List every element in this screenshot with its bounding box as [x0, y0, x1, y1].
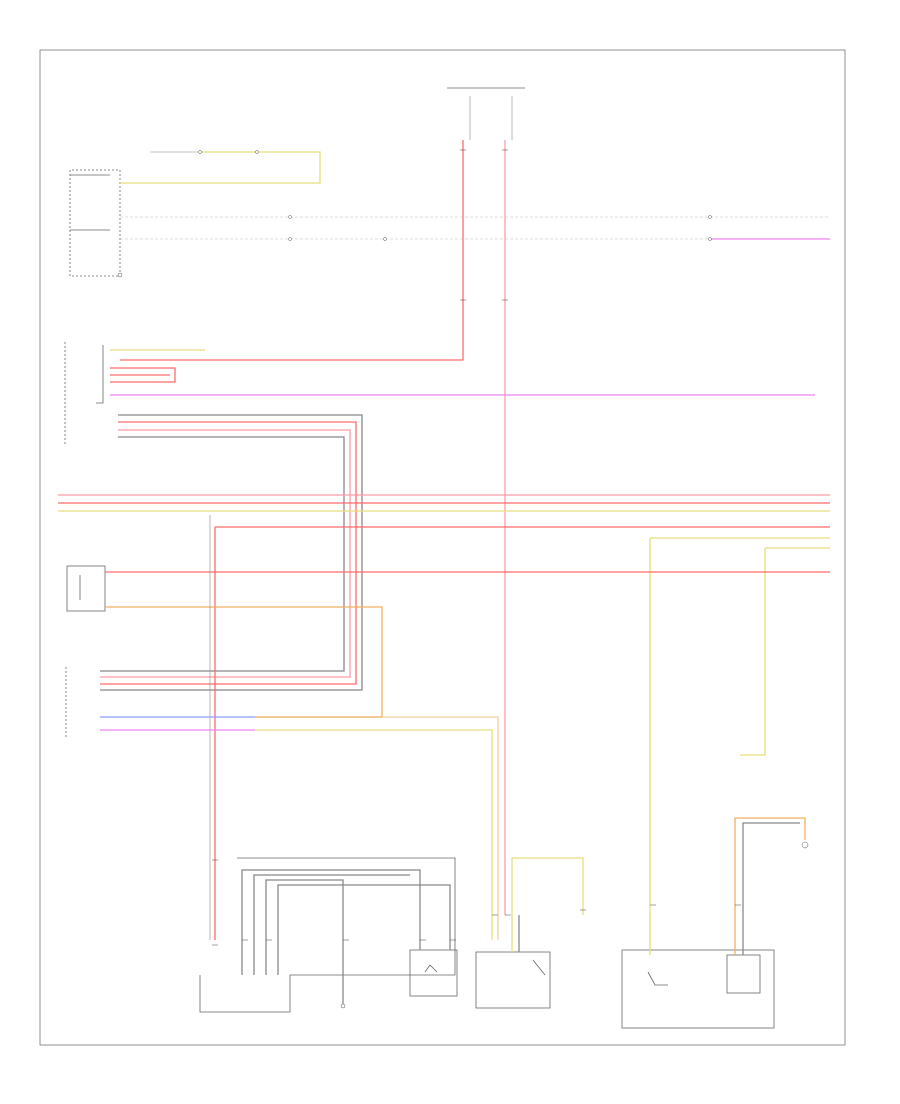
sensor-signal-lines [120, 215, 830, 241]
relay-box [409, 949, 458, 997]
valve-unit-box [475, 951, 551, 1009]
module-harness [100, 716, 499, 940]
diagram-frame [39, 49, 846, 1046]
bottom-wires [241, 857, 584, 1009]
solenoid-assembly-box [621, 949, 775, 1029]
compressor-harness [100, 349, 815, 691]
bus-lines [58, 494, 830, 955]
solenoid-feeds [734, 817, 809, 955]
ac-compressor-clutch-block [64, 342, 104, 445]
control-unit-bottom-left [199, 857, 456, 1013]
top-feed [120, 87, 525, 184]
ac-pressure-sensor-block [69, 169, 123, 278]
sensor-block [66, 565, 106, 612]
connector-ticks [212, 149, 741, 946]
